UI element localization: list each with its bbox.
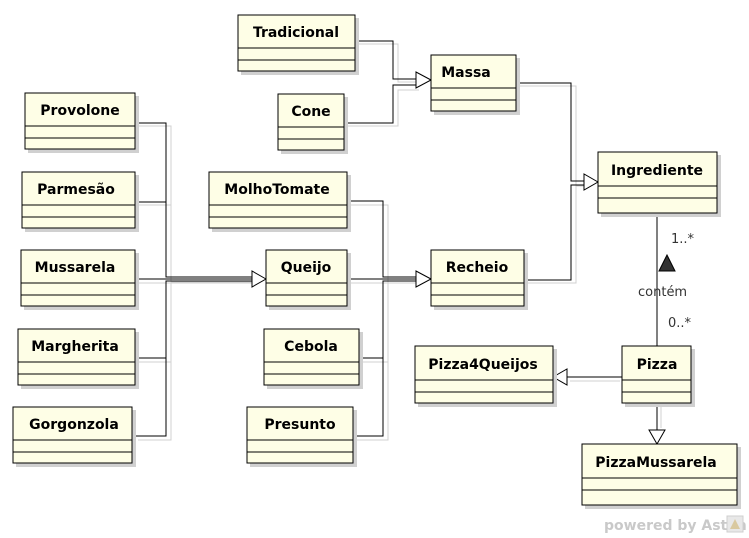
class-gorgonzola-name: Gorgonzola <box>29 417 119 433</box>
connectors <box>135 40 666 446</box>
class-margherita-name: Margherita <box>31 339 119 355</box>
class-cebola[interactable]: Cebola <box>263 328 363 389</box>
class-tradicional[interactable]: Tradicional <box>237 14 359 75</box>
class-presunto[interactable]: Presunto <box>246 406 357 467</box>
class-mussarela[interactable]: Mussarela <box>20 249 139 310</box>
gen-tradicional-massa <box>355 40 416 80</box>
class-molhotomate-name: MolhoTomate <box>224 182 329 198</box>
class-provolone[interactable]: Provolone <box>24 92 139 153</box>
multiplicity-pizza: 0..* <box>668 316 692 331</box>
class-queijo[interactable]: Queijo <box>265 249 351 310</box>
gen-arrowhead-recheio <box>415 270 433 288</box>
gen-massa-ingrediente <box>516 82 584 182</box>
class-ingrediente-name: Ingrediente <box>611 163 703 179</box>
astah-logo-icon <box>726 515 744 533</box>
class-provolone-name: Provolone <box>40 103 119 119</box>
assoc-name-label: contém <box>638 285 687 300</box>
class-parmesao-name: Parmesão <box>37 182 115 198</box>
gen-parmesao-queijo <box>135 201 167 277</box>
astah-watermark: powered by Astah <box>604 518 747 534</box>
gen-cone-massa <box>344 84 416 124</box>
class-parmesao[interactable]: Parmesão <box>21 171 139 232</box>
class-recheio[interactable]: Recheio <box>430 249 528 310</box>
assoc-direction-triangle <box>658 253 676 272</box>
class-cebola-name: Cebola <box>284 339 338 355</box>
gen-arrowhead-pizzamussarela <box>648 429 666 446</box>
class-ingrediente[interactable]: Ingrediente <box>597 151 721 217</box>
class-pizzamussarela-name: PizzaMussarela <box>595 455 716 471</box>
gen-arrowhead-pizza4queijos <box>551 368 568 386</box>
gen-arrowhead-queijo <box>251 270 268 288</box>
class-recheio-name: Recheio <box>446 260 509 276</box>
gen-molhotomate-recheio <box>347 200 416 278</box>
multiplicity-ingrediente: 1..* <box>671 232 695 247</box>
gen-presunto-recheio <box>353 281 384 437</box>
class-cone-name: Cone <box>291 104 330 120</box>
class-tradicional-name: Tradicional <box>253 25 339 41</box>
class-presunto-name: Presunto <box>264 417 336 433</box>
gen-arrowhead-ingrediente <box>583 173 600 191</box>
gen-margherita-queijo <box>135 280 252 359</box>
class-mussarela-name: Mussarela <box>35 260 116 276</box>
class-pizza-name: Pizza <box>637 357 678 373</box>
class-margherita[interactable]: Margherita <box>17 328 139 389</box>
class-cone[interactable]: Cone <box>277 93 348 154</box>
class-gorgonzola[interactable]: Gorgonzola <box>12 406 136 467</box>
gen-arrowhead-massa <box>415 71 433 89</box>
class-massa[interactable]: Massa <box>430 54 520 115</box>
class-pizza[interactable]: Pizza <box>621 345 695 407</box>
class-pizza4queijos-name: Pizza4Queijos <box>428 357 537 373</box>
class-massa-name: Massa <box>441 65 491 81</box>
gen-gorgonzola-queijo <box>135 281 167 437</box>
class-queijo-name: Queijo <box>281 260 332 276</box>
class-pizzamussarela[interactable]: PizzaMussarela <box>581 443 741 509</box>
class-pizza4queijos[interactable]: Pizza4Queijos <box>414 345 557 407</box>
gen-recheio-ingrediente <box>524 184 584 281</box>
gen-provolone-queijo <box>135 122 252 278</box>
class-molhotomate[interactable]: MolhoTomate <box>208 171 351 232</box>
